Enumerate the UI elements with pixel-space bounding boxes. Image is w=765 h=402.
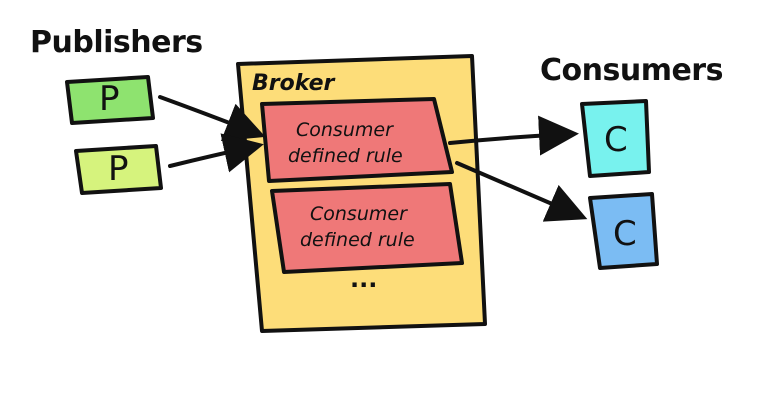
rule-box-1 [260,97,454,183]
consumer-rule-1: Consumer defined rule [260,97,454,183]
rule-1-line-2: defined rule [288,145,403,167]
publisher-1: P [65,75,155,125]
consumer-box-2 [588,192,659,270]
consumer-rule-2: Consumer defined rule [270,182,464,274]
rule-2-line-2: defined rule [300,229,415,251]
consumer-1: C [580,99,651,178]
broker: Broker Consumer defined rule Consumer de… [236,54,487,333]
rule-box-2 [270,182,464,274]
more-rules-ellipsis: ... [350,265,377,293]
consumer-box-1 [580,99,651,178]
publisher-2-label: P [108,149,129,189]
publisher-2: P [74,144,163,195]
consumer-1-label: C [604,120,628,160]
consumer-2: C [588,192,659,270]
arrow-publisher-1-to-broker [158,95,266,141]
broker-label: Broker [252,71,336,96]
rule-2-line-1: Consumer [310,203,408,225]
consumer-2-label: C [613,214,637,254]
consumers-heading: Consumers [540,53,723,88]
publisher-box-2 [74,144,163,195]
publisher-1-label: P [99,79,120,119]
arrow-rule-1-to-consumer-2 [455,161,588,222]
publisher-box-1 [65,75,155,125]
publishers-heading: Publishers [30,25,203,60]
arrow-publisher-2-to-broker [168,133,264,173]
arrow-rule-1-to-consumer-1 [448,115,579,156]
rule-1-line-1: Consumer [296,119,394,141]
